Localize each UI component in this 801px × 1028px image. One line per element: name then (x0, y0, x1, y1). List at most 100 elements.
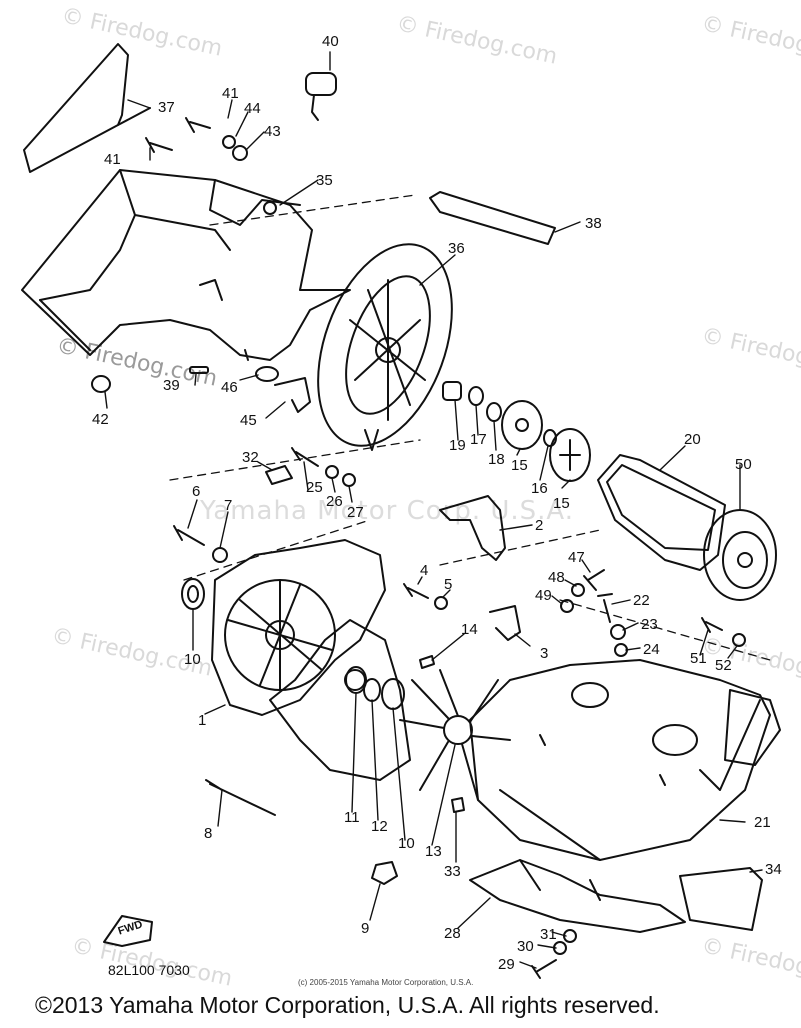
part-4-bolt (403, 583, 429, 599)
part-27-washer (342, 473, 356, 487)
callout-28: 28 (444, 925, 461, 942)
part-20-belt (597, 454, 726, 571)
part-48-washer (571, 583, 585, 597)
callout-33: 33 (444, 863, 461, 880)
callout-10: 10 (184, 651, 201, 668)
part-23-nut (610, 624, 626, 640)
part-6-bolt (173, 525, 205, 546)
part-15-pulley-b (549, 428, 591, 482)
callout-8: 8 (204, 825, 213, 842)
part-25-bolt (291, 447, 319, 467)
callout-48: 48 (548, 569, 565, 586)
callout-50: 50 (735, 456, 752, 473)
callout-22: 22 (633, 592, 650, 609)
callout-36: 36 (448, 240, 465, 257)
part-22-bolt (597, 593, 613, 623)
part-32-clip (265, 465, 293, 485)
watermark-center: Yamaha Motor Corp. U.S.A. (200, 496, 575, 526)
callout-52: 52 (715, 657, 732, 674)
callout-1: 1 (198, 712, 207, 729)
callout-30: 30 (517, 938, 534, 955)
callout-24: 24 (643, 641, 660, 658)
callout-2: 2 (535, 517, 544, 534)
callout-39: 39 (163, 377, 180, 394)
part-19-bushing (442, 381, 462, 401)
callout-44: 44 (244, 100, 261, 117)
part-46-clip (255, 366, 279, 382)
callout-47: 47 (568, 549, 585, 566)
callout-41: 41 (222, 85, 239, 102)
callout-14: 14 (461, 621, 478, 638)
part-12-washer (363, 678, 381, 702)
part-9-nut (371, 861, 398, 885)
part-37-plate (23, 43, 129, 173)
callout-27: 27 (347, 504, 364, 521)
callout-19: 19 (449, 437, 466, 454)
callout-21: 21 (754, 814, 771, 831)
callout-45: 45 (240, 412, 257, 429)
callout-34: 34 (765, 861, 782, 878)
part-44-washer (222, 135, 236, 149)
part-2-bracket (439, 495, 506, 561)
fwd-arrow-outline (103, 915, 153, 947)
part-13-fan (399, 669, 511, 801)
callout-9: 9 (361, 920, 370, 937)
callout-42: 42 (92, 411, 109, 428)
part-51-bolt (701, 617, 723, 633)
part-1-cover (211, 539, 386, 716)
callout-29: 29 (498, 956, 515, 973)
part-26-washer (325, 465, 339, 479)
part-8-bolt (205, 779, 276, 816)
copyright-notice: ©2013 Yamaha Motor Corporation, U.S.A. A… (35, 992, 660, 1018)
part-14-key (419, 655, 435, 669)
callout-41b: 41 (104, 151, 121, 168)
part-7-washer (212, 547, 228, 563)
callout-35: 35 (316, 172, 333, 189)
callout-12: 12 (371, 818, 388, 835)
callout-25: 25 (306, 479, 323, 496)
callout-13: 13 (425, 843, 442, 860)
callout-4: 4 (420, 562, 429, 579)
callout-43: 43 (264, 123, 281, 140)
callout-11: 11 (344, 809, 360, 826)
part-35-shroud (21, 169, 351, 361)
callout-51: 51 (690, 650, 707, 667)
part-33-washer (451, 797, 465, 813)
callout-46: 46 (221, 379, 238, 396)
part-34-pad (679, 867, 763, 931)
part-52-washer (732, 633, 746, 647)
part-10-seal (181, 578, 205, 610)
callout-16: 16 (531, 480, 548, 497)
callout-10b: 10 (398, 835, 415, 852)
part-38-strip (429, 191, 556, 245)
part-24-washer (614, 643, 628, 657)
part-18-washer (486, 402, 502, 422)
callout-15b: 15 (553, 495, 570, 512)
callout-3: 3 (540, 645, 549, 662)
part-47-bolt (583, 569, 605, 591)
part-17-washer (468, 386, 484, 406)
part-42-nut (91, 375, 111, 393)
callout-49: 49 (535, 587, 552, 604)
part-41-bolt (185, 117, 211, 133)
callout-32: 32 (242, 449, 259, 466)
part-36-fan-housing (317, 243, 453, 447)
callout-38: 38 (585, 215, 602, 232)
callout-31: 31 (540, 926, 557, 943)
callout-18: 18 (488, 451, 505, 468)
drawing-code: 82L100 7030 (108, 962, 190, 978)
callout-15: 15 (511, 457, 528, 474)
callout-23: 23 (641, 616, 658, 633)
part-5-washer (434, 596, 448, 610)
part-28-skid (469, 859, 686, 933)
part-49-washer (560, 599, 574, 613)
part-21-main-cover (469, 659, 771, 861)
part-15-pulley (501, 400, 543, 450)
callout-17: 17 (470, 431, 487, 448)
callout-37: 37 (158, 99, 175, 116)
callout-5: 5 (444, 576, 453, 593)
callout-7: 7 (224, 497, 233, 514)
part-45-bracket (274, 377, 311, 413)
part-39-pin (189, 366, 209, 374)
